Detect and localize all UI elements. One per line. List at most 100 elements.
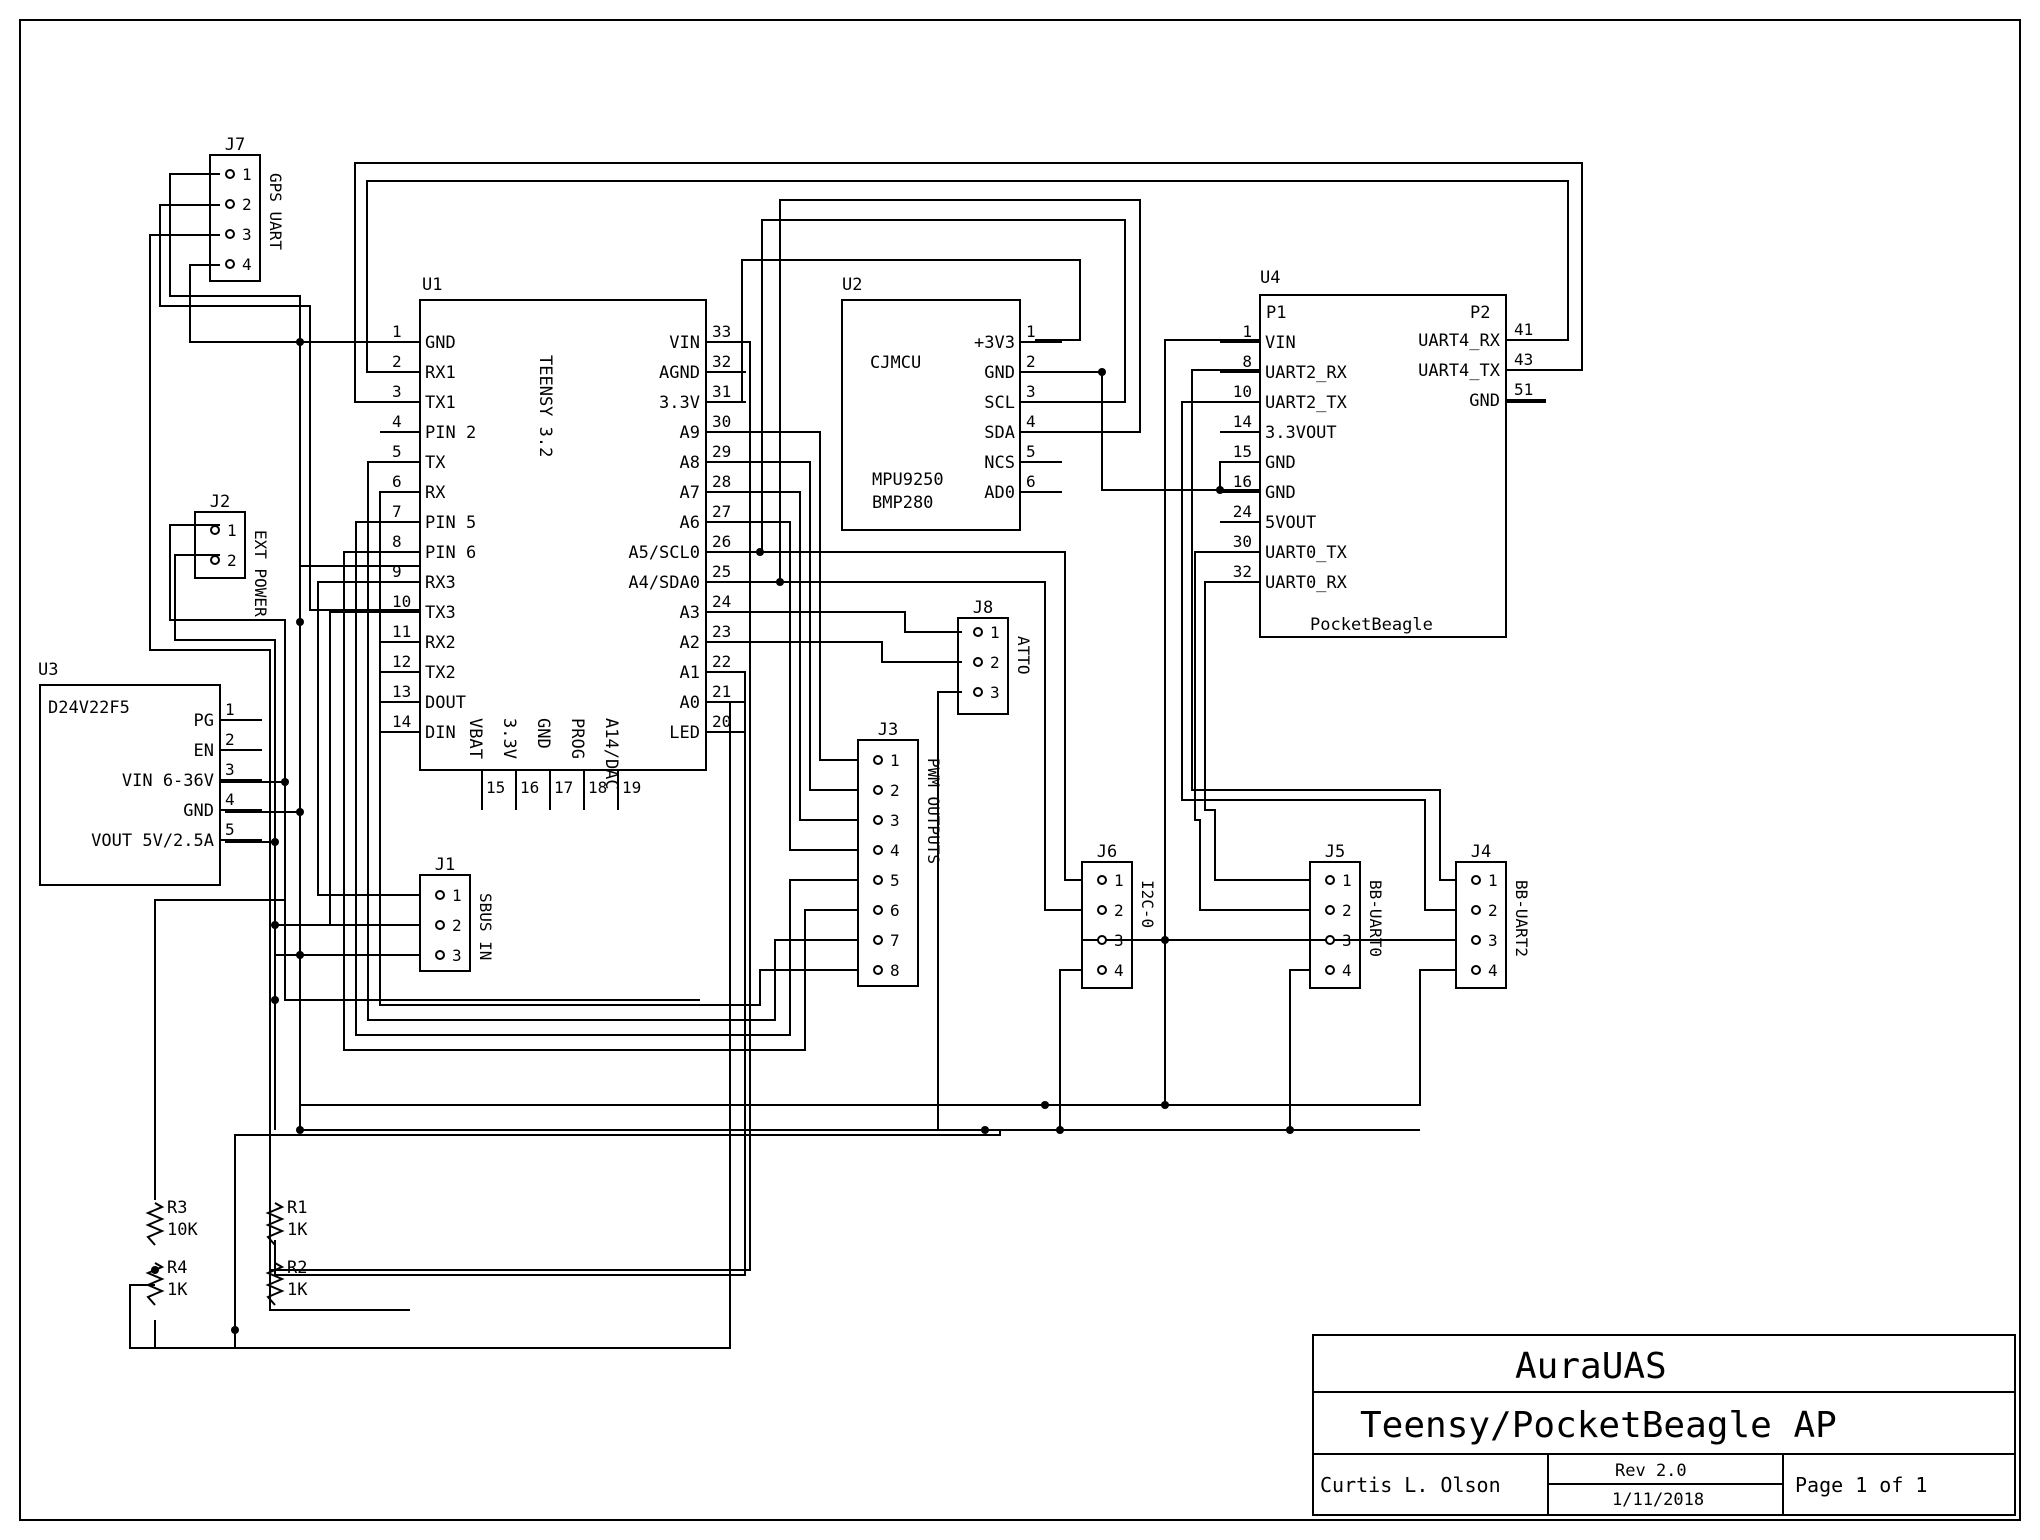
pin-socket-icon: [435, 950, 445, 960]
u1-pin-name: A8: [680, 453, 700, 473]
u1-pin-name: A6: [680, 513, 700, 533]
connector-pin-number: 2: [452, 916, 462, 935]
pin-socket-icon: [1097, 965, 1107, 975]
u2-pin-name: GND: [984, 363, 1015, 383]
u3-pin-number: 5: [225, 820, 235, 839]
u2-pin-number: 1: [1026, 322, 1036, 341]
connector-ref: J1: [435, 855, 455, 875]
pin-socket-icon: [1097, 875, 1107, 885]
pin-socket-icon: [873, 965, 883, 975]
u2-pin-number: 5: [1026, 442, 1036, 461]
u1-pin-name: PROG: [567, 718, 587, 759]
u1-pin-number: 4: [392, 412, 402, 431]
u1-pin-name: A4/SDA0: [628, 573, 700, 593]
pin-socket-icon: [435, 920, 445, 930]
connector-label: SBUS IN: [476, 893, 495, 960]
connector-pin-number: 4: [890, 841, 900, 860]
title-date: 1/11/2018: [1612, 1490, 1704, 1510]
u1-pin-number: 23: [712, 622, 731, 641]
connector-ref: J5: [1325, 842, 1345, 862]
pin-socket-icon: [873, 755, 883, 765]
u2-pin-name: AD0: [984, 483, 1015, 503]
u1-pin-number: 14: [392, 712, 411, 731]
pin-socket-icon: [225, 199, 235, 209]
connector-pin-number: 2: [1114, 901, 1124, 920]
u1-pin-name: TX1: [425, 393, 456, 413]
u1-pin-name: RX: [425, 483, 446, 503]
u1-pin-number: 9: [392, 562, 402, 581]
u4-left-pins: 1VIN8UART2_RX10UART2_TX143.3VOUT15GND16G…: [1220, 322, 1348, 593]
u1-pin-number: 2: [392, 352, 402, 371]
resistor-ref: R1: [287, 1198, 307, 1218]
connector-pin-number: 2: [1488, 901, 1498, 920]
pin-socket-icon: [1471, 905, 1481, 915]
pin-socket-icon: [1471, 965, 1481, 975]
connector-pin-number: 3: [1114, 931, 1124, 950]
connector-pin-number: 1: [227, 521, 237, 540]
u3-pin-number: 3: [225, 760, 235, 779]
connector-label: BB-UART0: [1366, 880, 1385, 957]
u1-pin-number: 25: [712, 562, 731, 581]
u1-pin-name: A0: [680, 693, 700, 713]
connector-pin-number: 3: [1342, 931, 1352, 950]
pin-socket-icon: [1325, 905, 1335, 915]
u1-pin-number: 3: [392, 382, 402, 401]
pin-socket-icon: [1325, 875, 1335, 885]
connector-pin-number: 1: [990, 623, 1000, 642]
pin-socket-icon: [973, 687, 983, 697]
resistor-icon: [145, 1202, 165, 1246]
resistor-value: 1K: [167, 1280, 188, 1300]
connector-pin-number: 4: [1114, 961, 1124, 980]
junctions: [151, 338, 1294, 1334]
u4-pin-name: GND: [1265, 483, 1296, 503]
u2-cjmcu: U2 CJMCU MPU9250 BMP280 1+3V32GND3SCL4SD…: [841, 275, 1062, 531]
pin-socket-icon: [873, 785, 883, 795]
u2-name: CJMCU: [870, 353, 921, 373]
u1-pin-name: 3.3V: [499, 718, 519, 759]
u2-pin-name: +3V3: [974, 333, 1015, 353]
connector-ref: J2: [210, 492, 230, 512]
u1-pin-name: A14/DAC: [601, 718, 621, 790]
u1-right-pins: 33VIN32AGND313.3V30A929A828A727A626A5/SC…: [628, 322, 746, 743]
connector-label: BB-UART2: [1512, 880, 1531, 957]
u4-pin-name: 3.3VOUT: [1265, 423, 1337, 443]
connector-label: I2C-0: [1138, 880, 1157, 928]
pin-socket-icon: [1471, 935, 1481, 945]
u4-p1-label: P1: [1266, 303, 1286, 323]
u4-pin-name: UART4_TX: [1418, 361, 1501, 381]
u4-pin-name: UART0_RX: [1265, 573, 1348, 593]
u4-pin-name: UART0_TX: [1265, 543, 1348, 563]
u4-pin-number: 41: [1514, 320, 1533, 339]
u4-pin-number: 15: [1233, 442, 1252, 461]
connector-pin-number: 1: [1488, 871, 1498, 890]
pin-socket-icon: [210, 555, 220, 565]
u1-pin-name: A1: [680, 663, 700, 683]
u4-pin-number: 30: [1233, 532, 1252, 551]
connector-pin-number: 2: [242, 195, 252, 214]
u1-pin-number: 24: [712, 592, 731, 611]
title-page: Page 1 of 1: [1795, 1473, 1927, 1497]
u3-pin-name: EN: [194, 741, 214, 761]
u1-pin-name: A9: [680, 423, 700, 443]
u1-pin-number: 10: [392, 592, 411, 611]
u1-pin-number: 17: [554, 778, 573, 797]
u2-part-1: MPU9250: [872, 470, 944, 490]
u1-pin-name: A3: [680, 603, 700, 623]
u4-pin-number: 43: [1514, 350, 1533, 369]
u1-ref: U1: [422, 275, 442, 295]
pin-socket-icon: [225, 229, 235, 239]
pin-socket-icon: [225, 259, 235, 269]
u1-pin-number: 20: [712, 712, 731, 731]
u1-pin-number: 29: [712, 442, 731, 461]
u1-pin-number: 8: [392, 532, 402, 551]
u1-pin-name: DIN: [425, 723, 456, 743]
